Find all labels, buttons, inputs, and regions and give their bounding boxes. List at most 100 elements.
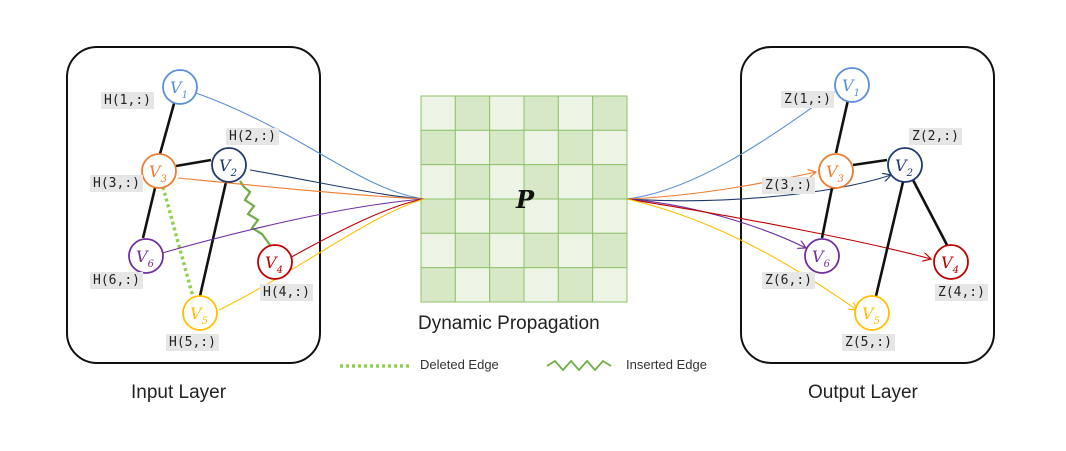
output-feature-label-v3: Z(3,:) [762,177,815,194]
output-layer-caption: Output Layer [808,382,918,403]
feature-label-text: H(2,:) [229,129,276,144]
feature-label-bg [166,334,219,351]
matrix-cell [420,198,456,234]
feature-label-text: Z(3,:) [765,178,812,193]
flow-out-v4 [626,198,931,259]
output-feature-label-v1: Z(1,:) [781,91,834,108]
feature-label-bg [762,272,815,289]
output-node-circle [804,238,840,274]
flow-in-v4 [285,198,425,261]
input-node-circle [162,69,198,105]
matrix-cell [489,129,525,166]
flow-in-v2 [249,169,425,200]
feature-label-text: H(1,:) [104,93,151,108]
feature-label-text: H(4,:) [263,285,310,300]
input-layer-box [66,46,321,364]
feature-label-bg [90,175,143,192]
feature-label-bg [90,272,143,289]
deleted-edge-v3-v5 [161,186,195,298]
edge-v1-v3 [158,99,177,155]
output-node-v3: V3 [818,153,854,189]
matrix-cell [454,164,491,200]
matrix-cell [557,232,594,269]
output-feature-label-v5: Z(5,:) [842,334,895,351]
feature-label-bg [226,128,279,145]
input-feature-label-v2: H(2,:) [226,128,279,145]
input-node-label: V2 [219,156,237,179]
output-feature-label-v4: Z(4,:) [935,284,988,301]
matrix-cell [592,267,628,303]
output-graph-edges [820,99,949,297]
edge-v3-v6 [141,187,157,239]
output-node-label: V4 [941,253,959,276]
matrix-cell [523,129,559,166]
flow-in-v5 [218,198,425,311]
out-edge-v3-v6 [820,187,834,239]
matrix-cell [454,198,491,234]
input-feature-label-v6: H(6,:) [90,272,143,289]
feature-label-text: Z(1,:) [784,92,831,107]
input-flow-curves [161,92,425,311]
matrix-cell [420,267,456,303]
matrix-cell [420,95,456,131]
flow-out-v2 [626,175,891,202]
matrix-cell [557,129,594,166]
input-node-v2: V2 [211,147,247,183]
matrix-cell [523,267,559,303]
matrix-cell [523,232,559,269]
input-node-label: V4 [265,253,283,276]
input-node-circle [182,295,218,331]
feature-label-bg [935,284,988,301]
matrix-cell [557,267,594,303]
input-node-label: V3 [149,162,167,185]
matrix-cell [454,267,491,303]
feature-label-bg [842,334,895,351]
matrix-cell [454,95,491,131]
input-feature-label-v3: H(3,:) [90,175,143,192]
matrix-cell [489,267,525,303]
input-feature-label-v4: H(4,:) [260,284,313,301]
flow-out-v6 [626,198,806,248]
input-node-v4: V4 [257,244,293,280]
output-node-circle [933,244,969,280]
feature-label-text: Z(4,:) [938,285,985,300]
output-node-label: V5 [862,304,880,327]
input-node-circle [211,147,247,183]
input-node-label: V5 [190,304,208,327]
output-node-label: V1 [842,76,860,99]
feature-label-bg [101,92,154,109]
matrix-cell [592,232,628,269]
flow-out-v3 [626,172,816,200]
input-node-circle [128,238,164,274]
out-edge-v2-v5 [874,181,905,297]
flow-in-v3 [177,177,425,200]
input-nodes: V1H(1,:)V2H(2,:)V3H(3,:)V4H(4,:)V5H(5,:)… [90,69,313,351]
output-node-v4: V4 [933,244,969,280]
matrix-cell [489,232,525,269]
input-feature-label-v1: H(1,:) [101,92,154,109]
out-edge-v2-v4 [911,179,949,246]
inserted-edge-v2-v4 [239,180,271,246]
out-edge-v1-v3 [834,99,850,154]
flow-in-v6 [161,198,425,254]
matrix-cell [557,198,594,234]
input-node-label: V1 [170,78,188,101]
legend-inserted-edge-swatch [546,359,612,372]
feature-label-text: H(3,:) [93,176,140,191]
matrix-cell [420,129,456,166]
feature-label-text: Z(6,:) [765,273,812,288]
matrix-cell [592,198,628,234]
output-feature-label-v2: Z(2,:) [909,128,962,145]
input-node-circle [141,153,177,189]
output-node-v6: V6 [804,238,840,274]
input-node-v1: V1 [162,69,198,105]
output-node-label: V3 [826,162,844,185]
input-node-v6: V6 [128,238,164,274]
feature-label-bg [260,284,313,301]
matrix-cell [592,95,628,131]
feature-label-text: Z(2,:) [912,129,959,144]
propagation-matrix [420,95,628,303]
legend-inserted-edge-label: Inserted Edge [626,357,707,372]
output-node-circle [854,295,890,331]
matrix-cell [454,232,491,269]
